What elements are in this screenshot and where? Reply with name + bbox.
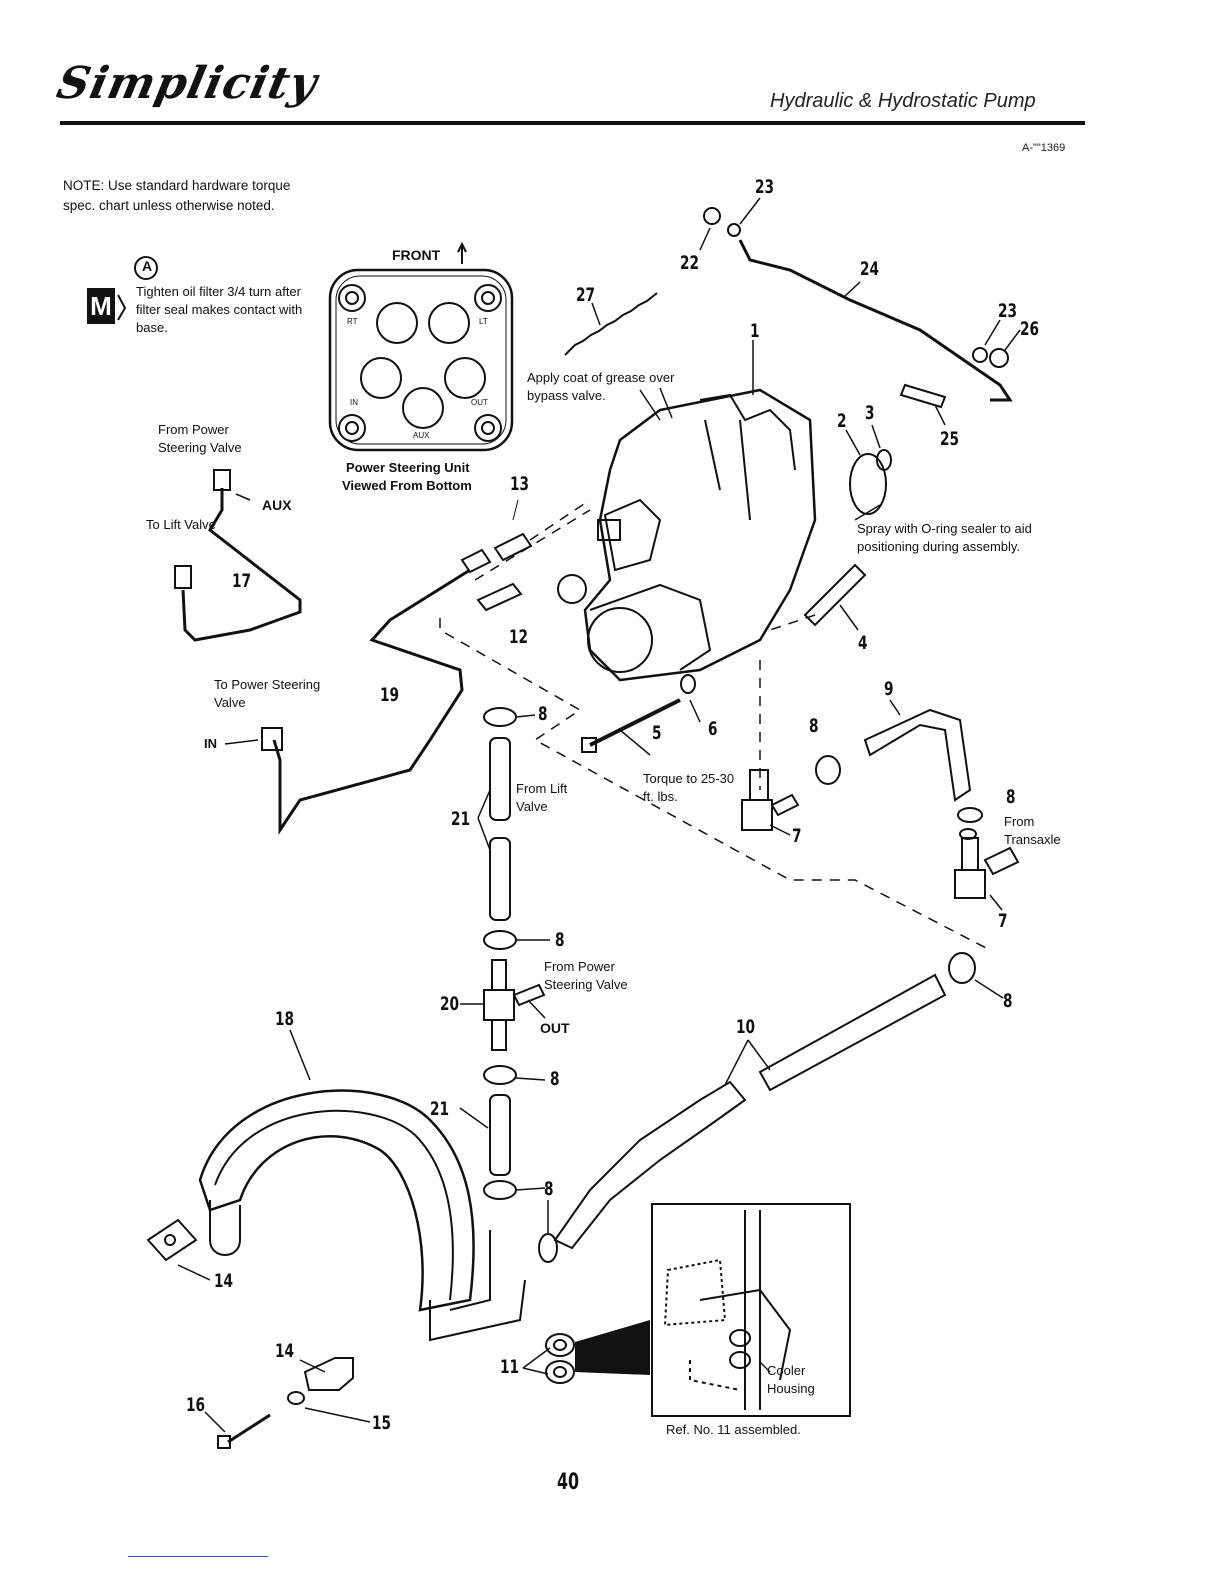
part-number: 14 [214, 1270, 234, 1292]
part-number: 4 [858, 632, 868, 654]
callout-a-pump-icon [557, 574, 587, 604]
part-number: 24 [860, 258, 880, 280]
part-number: 12 [509, 626, 529, 648]
footer-link-line [128, 1556, 268, 1557]
from-transaxle-label: From Transaxle [1004, 814, 1061, 847]
part-number: 23 [998, 300, 1018, 322]
out-label: OUT [540, 1020, 570, 1036]
part-number: 1 [750, 320, 760, 342]
inset-caption: Ref. No. 11 assembled. [666, 1422, 801, 1437]
part-number: 20 [440, 993, 460, 1015]
part-number: 13 [510, 473, 530, 495]
from-power-steering-valve-label: From Power Steering Valve [158, 422, 242, 455]
part-number: 2 [837, 410, 847, 432]
port-out [444, 357, 486, 399]
to-power-steering-valve-label: To Power Steering Valve [214, 677, 321, 710]
power-steering-unit-outline [328, 268, 514, 452]
front-label: FRONT [392, 247, 441, 263]
port-aux [402, 387, 444, 429]
oil-filter-note: Tighten oil filter 3/4 turn after filter… [136, 284, 303, 335]
general-note: NOTE: Use standard hardware torque spec.… [63, 178, 291, 213]
part-number: 17 [232, 570, 252, 592]
part-number: 23 [755, 176, 775, 198]
part-number: 16 [186, 1394, 206, 1416]
part-number: 7 [998, 910, 1008, 932]
page-number: 40 [557, 1470, 580, 1495]
psu-caption-line1: Power Steering Unit [346, 460, 470, 475]
port-rt [376, 302, 418, 344]
port-label-aux: AUX [413, 431, 430, 440]
part-number: 27 [576, 284, 596, 306]
part-number: 19 [380, 684, 400, 706]
port-lt [428, 302, 470, 344]
part-number: 9 [884, 678, 894, 700]
part-number: 8 [550, 1068, 560, 1090]
inset-box [651, 1203, 851, 1417]
part-number: 26 [1020, 318, 1040, 340]
oil-cooler-outline [198, 1089, 475, 1312]
psu-caption-line2: Viewed From Bottom [342, 478, 472, 493]
torque-note: Torque to 25-30 ft. lbs. [643, 771, 735, 804]
to-lift-valve-label: To Lift Valve [146, 517, 216, 532]
port-label-in: IN [350, 398, 358, 407]
callout-a-letter: A [141, 258, 153, 274]
part-number: 8 [555, 929, 565, 951]
part-number: 7 [792, 825, 802, 847]
part-number: 22 [680, 252, 700, 274]
o-ring-note: Spray with O-ring sealer to aid position… [857, 521, 1032, 554]
part-number: 25 [940, 428, 960, 450]
document-id: A-""1369 [1022, 142, 1066, 154]
part-number: 8 [544, 1178, 554, 1200]
cooler-housing-label: Cooler Housing [767, 1363, 815, 1396]
port-label-rt: RT [347, 317, 358, 326]
from-power-steering-valve-out-label: From Power Steering Valve [544, 959, 628, 992]
in-label: IN [204, 736, 217, 751]
part-number: 6 [708, 718, 718, 740]
part-number: 5 [652, 722, 662, 744]
part-number: 11 [500, 1356, 520, 1378]
part-number: 8 [538, 703, 548, 725]
part-number: 14 [275, 1340, 295, 1362]
aux-label: AUX [262, 497, 292, 513]
callout-a-marker-icon [134, 256, 158, 280]
port-label-out: OUT [471, 398, 488, 407]
part-number: 10 [736, 1016, 756, 1038]
part-number: 21 [451, 808, 471, 830]
port-label-lt: LT [479, 317, 488, 326]
from-lift-valve-label: From Lift Valve [516, 781, 568, 814]
grease-note: Apply coat of grease over bypass valve. [527, 370, 675, 403]
part-number: 8 [1006, 786, 1016, 808]
port-in [360, 357, 402, 399]
part-number: 18 [275, 1008, 295, 1030]
part-number: 3 [865, 402, 875, 424]
part-number: 8 [1003, 990, 1013, 1012]
part-number: 8 [809, 715, 819, 737]
maintenance-m-icon: M [87, 288, 115, 324]
header-rule [60, 121, 1085, 125]
part-number: 15 [372, 1412, 392, 1434]
part-number: 21 [430, 1098, 450, 1120]
page-title: Hydraulic & Hydrostatic Pump [770, 90, 1036, 112]
